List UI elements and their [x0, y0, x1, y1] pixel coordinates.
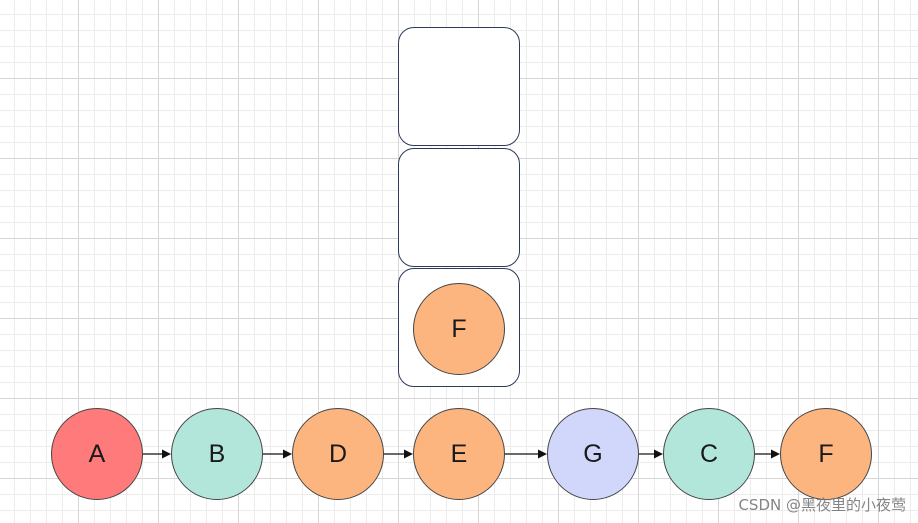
- node-c: C: [663, 408, 755, 500]
- arrow-head-3: [538, 449, 547, 459]
- stack-slot-middle: [398, 148, 520, 267]
- watermark: CSDN @黑夜里的小夜莺: [738, 496, 906, 514]
- arrow-head-2: [404, 449, 413, 459]
- arrow-head-0: [162, 449, 171, 459]
- node-e: E: [413, 408, 505, 500]
- node-d: D: [292, 408, 384, 500]
- node-a: A: [51, 408, 143, 500]
- arrow-head-4: [654, 449, 663, 459]
- node-g: G: [547, 408, 639, 500]
- stack-node-f: F: [413, 283, 505, 375]
- stack-slot-top: [398, 27, 520, 146]
- arrow-head-5: [771, 449, 780, 459]
- node-f: F: [780, 408, 872, 500]
- node-b: B: [171, 408, 263, 500]
- arrow-head-1: [283, 449, 292, 459]
